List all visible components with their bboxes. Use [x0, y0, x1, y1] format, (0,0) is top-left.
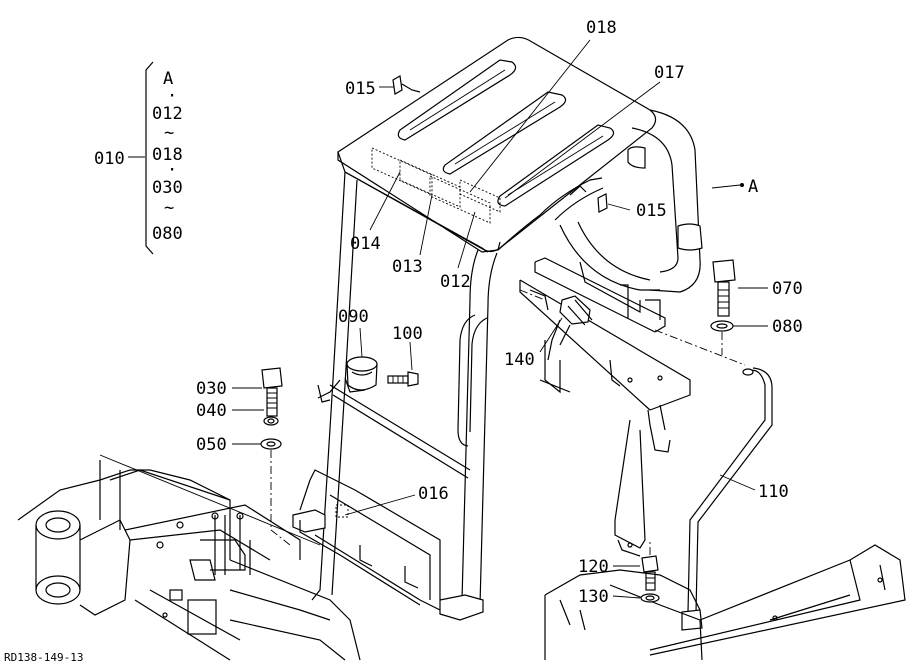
mount-bracket — [519, 257, 746, 557]
group-item-dot2: · — [167, 160, 177, 180]
machine-base-right — [544, 544, 906, 661]
label-015-right: 015 — [636, 201, 667, 221]
washer-040 — [263, 416, 279, 426]
group-label-010: 010 — [94, 149, 125, 169]
label-070: 070 — [772, 279, 803, 299]
label-090: 090 — [338, 307, 369, 327]
group-item-080: 080 — [152, 224, 183, 244]
label-018: 018 — [586, 18, 617, 38]
label-ref-a: A — [748, 177, 758, 197]
washer-080 — [710, 320, 734, 332]
bolt-100 — [387, 371, 419, 387]
label-100: 100 — [392, 324, 423, 344]
label-140: 140 — [504, 350, 535, 370]
group-item-030: 030 — [152, 178, 183, 198]
group-item-dot1: · — [167, 86, 177, 106]
clip-015-top — [392, 75, 421, 95]
label-030: 030 — [196, 379, 227, 399]
clamp-090 — [317, 356, 378, 399]
label-015-top: 015 — [345, 79, 376, 99]
group-item-tilde1: ~ — [164, 123, 174, 143]
machine-base-left — [17, 454, 361, 661]
label-050: 050 — [196, 435, 227, 455]
bolt-070 — [712, 259, 736, 317]
label-014: 014 — [350, 234, 381, 254]
bolt-030 — [261, 367, 283, 417]
diagram-code: RD138-149-13 — [4, 651, 83, 664]
label-040: 040 — [196, 401, 227, 421]
label-016: 016 — [418, 484, 449, 504]
label-130: 130 — [578, 587, 609, 607]
label-110: 110 — [758, 482, 789, 502]
label-017: 017 — [654, 63, 685, 83]
washer-050 — [260, 438, 282, 450]
label-080: 080 — [772, 317, 803, 337]
group-item-tilde2: ~ — [164, 198, 174, 218]
label-013: 013 — [392, 257, 423, 277]
washer-130 — [640, 593, 660, 603]
part-labels: 018 017 015 015 A 014 013 012 070 080 09… — [196, 18, 803, 607]
group-item-a: A — [163, 69, 173, 89]
rops-frame — [292, 36, 703, 621]
label-120: 120 — [578, 557, 609, 577]
group-item-012: 012 — [152, 104, 183, 124]
label-012: 012 — [440, 272, 471, 292]
leader-lines — [232, 39, 768, 599]
group-bracket: A · 012 ~ 018 · 030 ~ 080 010 — [94, 61, 183, 255]
fitting-140 — [547, 295, 593, 361]
group-item-018: 018 — [152, 145, 183, 165]
bolt-120 — [641, 555, 659, 591]
clip-015-right — [597, 193, 608, 213]
